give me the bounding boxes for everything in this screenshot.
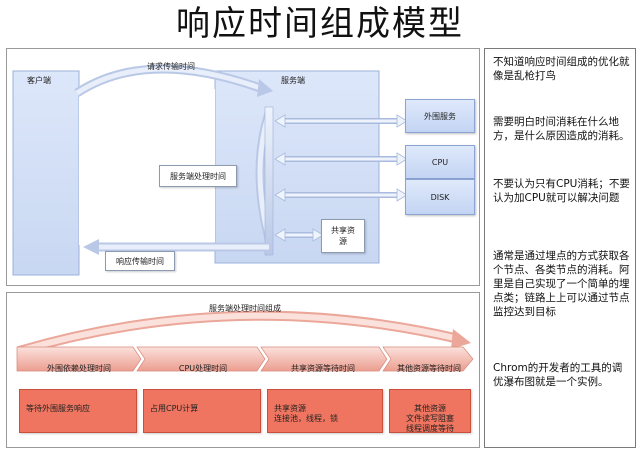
stage-detail-box: 其他资源 文件读写阻塞 线程调度等待: [389, 389, 471, 433]
server-processing-label: 服务端处理时间: [170, 171, 226, 181]
stage-detail-box: 占用CPU计算: [143, 389, 261, 433]
stage-detail: 共享资源 连接池，线程，锁: [274, 404, 338, 423]
cpu-arrow: [274, 152, 408, 166]
client-box: [12, 70, 80, 276]
note-text: 通常是通过埋点的方式获取各个节点、各类节点的消耗。阿里是自己实现了一个简单的埋点…: [493, 250, 630, 318]
cpu-box: CPU: [405, 145, 475, 179]
response-time-label: 响应传输时间: [116, 256, 164, 266]
server-processing-box: 服务端处理时间: [159, 165, 237, 187]
server-label: 服务端: [281, 76, 305, 85]
cpu-label: CPU: [431, 157, 449, 167]
stage-detail: 等待外围服务响应: [26, 404, 90, 413]
note-text: 不要认为只有CPU消耗；不要认为加CPU就可以解决问题: [493, 178, 630, 204]
breakdown-arrows: [16, 310, 474, 372]
stage-label: 其他资源等待时间: [397, 364, 461, 373]
request-time-label: 请求传输时间: [147, 62, 195, 71]
external-service-label: 外围服务: [424, 111, 456, 121]
stage-label: CPU处理时间: [178, 364, 228, 373]
note-text: 不知道响应时间组成的优化就像是乱枪打鸟: [493, 56, 630, 82]
shared-resource-box: 共享资 源: [321, 219, 365, 253]
disk-box: DISK: [405, 179, 475, 215]
breakdown-header-label: 服务端处理时间组成: [209, 304, 281, 313]
stage-chevrons: [16, 346, 474, 372]
response-time-box: 响应传输时间: [105, 251, 175, 271]
note-text: 需要明白时间消耗在什么地方，是什么原因造成的消耗。: [493, 116, 630, 142]
client-label: 客户端: [27, 76, 51, 85]
shared-resource-label: 共享资 源: [331, 226, 355, 246]
stage-detail: 占用CPU计算: [150, 404, 199, 413]
disk-arrow: [274, 188, 408, 202]
stage-label: 共享资源等待时间: [291, 364, 355, 373]
external-service-arrow: [274, 114, 408, 128]
stage-detail-box: 等待外围服务响应: [19, 389, 137, 433]
stage-detail: 其他资源 文件读写阻塞 线程调度等待: [406, 404, 454, 433]
shared-resource-arrow: [274, 228, 324, 242]
stage-label: 外围依赖处理时间: [47, 364, 111, 373]
processing-breakdown-diagram: 服务端处理时间组成 外围依赖处理时间 CPU处理时间 共享资源等待时间 其他资源…: [6, 292, 480, 448]
processing-bar: [264, 106, 274, 256]
page-title: 响应时间组成模型: [176, 4, 464, 44]
note-text: Chrom的开发者的工具的调优瀑布图就是一个实例。: [493, 362, 623, 388]
external-service-box: 外围服务: [405, 99, 475, 133]
stage-detail-box: 共享资源 连接池，线程，锁: [267, 389, 383, 433]
notes-panel: 不知道响应时间组成的优化就像是乱枪打鸟 需要明白时间消耗在什么地方，是什么原因造…: [484, 48, 636, 448]
request-flow-diagram: 客户端 服务端 请求传输时间 服务端处理时间 响应传输时间 外围服务 CPU D…: [6, 48, 480, 286]
disk-label: DISK: [430, 192, 450, 202]
